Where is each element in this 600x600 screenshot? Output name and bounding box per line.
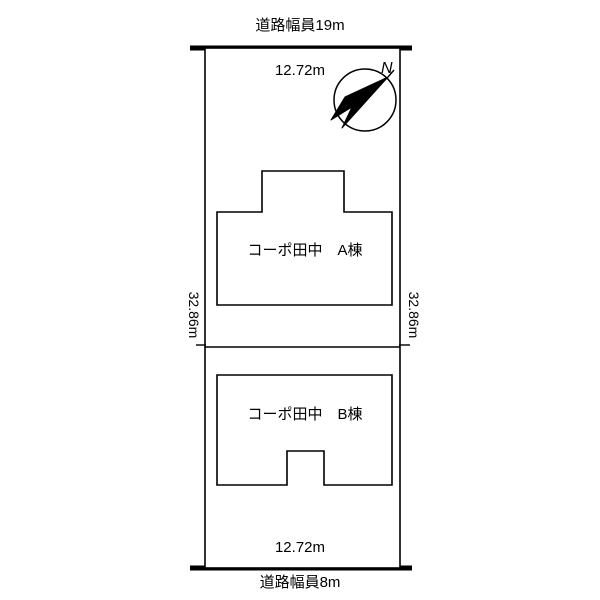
building-b-label: コーポ田中 B棟 bbox=[247, 406, 363, 423]
road-width-top-label: 道路幅員19m bbox=[255, 17, 345, 34]
depth-dimension-left: 32.86m bbox=[186, 291, 202, 339]
compass-needle-tip-leader bbox=[387, 69, 395, 78]
frontage-dimension-top: 12.72m bbox=[274, 62, 326, 79]
frontage-dimension-bottom: 12.72m bbox=[274, 539, 326, 556]
depth-dimension-right: 32.86m bbox=[406, 291, 422, 339]
road-width-bottom-label: 道路幅員8m bbox=[259, 574, 341, 591]
compass-needle bbox=[330, 76, 389, 129]
compass-north-letter: N bbox=[381, 60, 393, 77]
building-b-footprint bbox=[216, 374, 393, 486]
building-a-footprint bbox=[216, 170, 393, 306]
building-a-label: コーポ田中 A棟 bbox=[247, 242, 363, 259]
north-arrow-icon bbox=[330, 68, 397, 132]
